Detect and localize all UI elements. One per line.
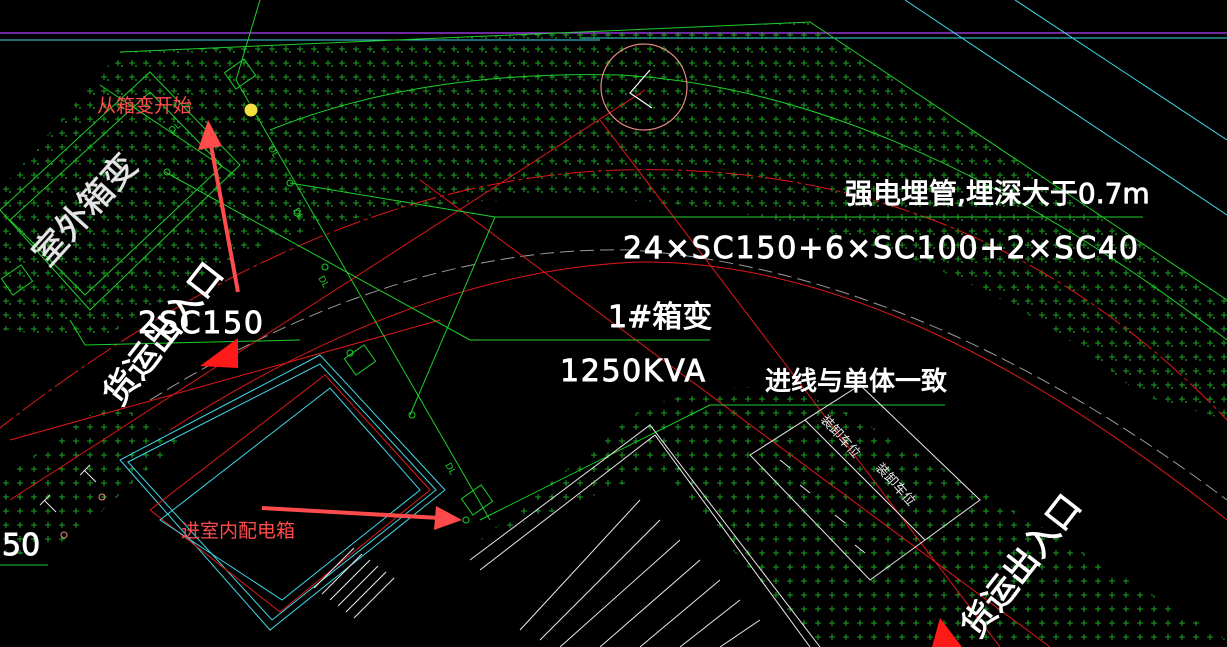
landscape-band-lower	[480, 387, 1227, 647]
building-outline-left	[119, 354, 446, 631]
left-edge-number: 50	[2, 528, 40, 563]
road-gray-arc	[149, 249, 1227, 501]
transformer-name: 1#箱变	[608, 300, 712, 335]
annotation-arrow-line-panel	[261, 506, 441, 520]
landscape-band-outline	[119, 21, 1227, 301]
road-red-arc-outer	[0, 169, 1227, 429]
conduit-spec-title: 强电埋管,埋深大于0.7m	[845, 177, 1150, 210]
road-red-line-1	[419, 179, 1051, 647]
annotation-start-from-box: 从箱变开始	[97, 95, 192, 117]
svg-text:DL: DL	[442, 462, 457, 477]
grid-axis-symbol	[629, 69, 653, 109]
entrance-arrow-right	[932, 618, 962, 647]
road-red-arc-inner	[169, 261, 1227, 521]
outdoor-box-outline	[0, 71, 241, 311]
building-outline-right	[469, 424, 821, 647]
landscape-band-upper-dots	[0, 22, 1227, 420]
annotation-arrow-line-start	[208, 139, 240, 293]
stairs	[313, 547, 395, 619]
road-red-line-3	[9, 89, 646, 501]
road-red-line-2	[599, 119, 1001, 647]
annotation-to-indoor-panel: 进室内配电箱	[181, 520, 295, 542]
landscape-band-left	[0, 400, 180, 560]
svg-text:DL: DL	[315, 275, 330, 290]
cyan-diagonal-2	[1014, 0, 1227, 141]
grid-axis-circle	[600, 43, 688, 131]
loading-bays	[749, 384, 981, 581]
annotation-arrowhead-start	[198, 120, 222, 150]
incoming-note: 进线与单体一致	[765, 367, 947, 397]
transformer-capacity: 1250KVA	[560, 354, 705, 389]
entrance-arrow-left	[200, 338, 238, 368]
road-red-line-4	[9, 319, 441, 441]
lamp-symbols	[39, 464, 106, 539]
landscape-inner-arc	[269, 74, 1227, 341]
manhole-symbols	[0, 58, 494, 524]
start-point-marker	[243, 102, 259, 118]
annotation-arrowhead-panel	[434, 506, 462, 530]
cyan-diagonal-1	[904, 0, 1227, 216]
conduit-spec-value: 24×SC150+6×SC100+2×SC40	[623, 231, 1138, 266]
